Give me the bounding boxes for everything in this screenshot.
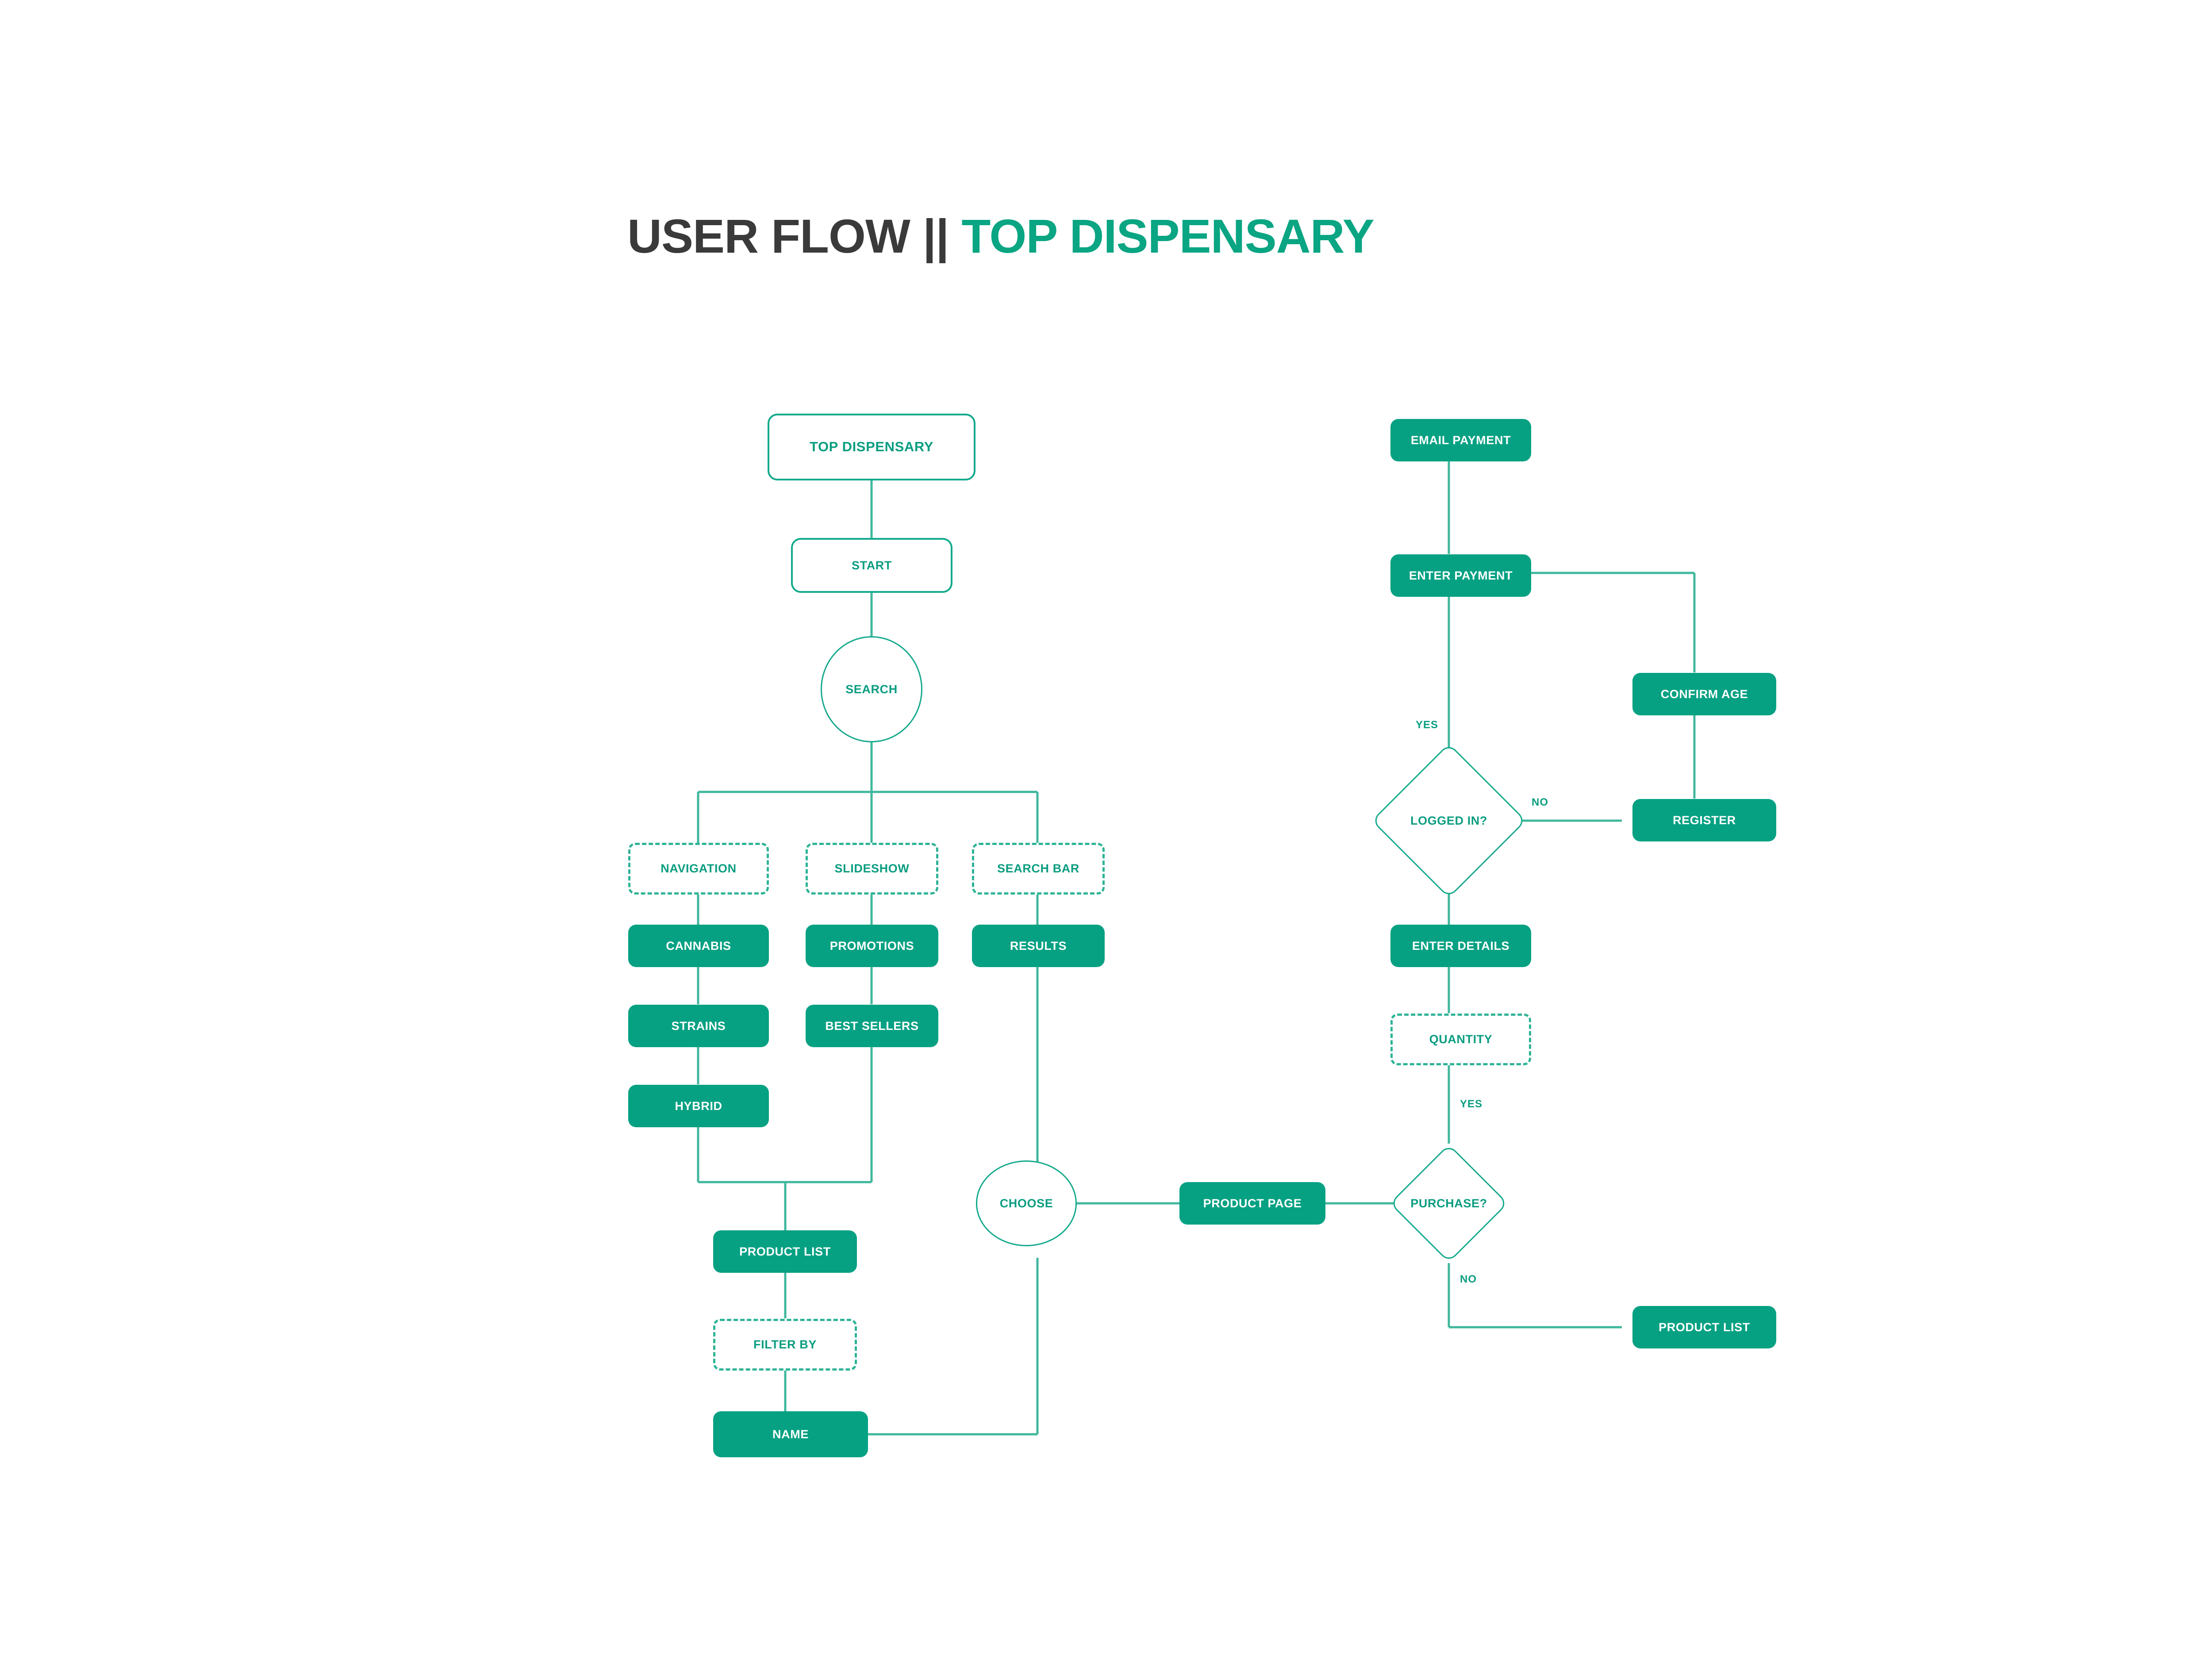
node-filter-by[interactable]: FILTER BY bbox=[713, 1319, 857, 1371]
node-enter-payment[interactable]: ENTER PAYMENT bbox=[1390, 554, 1531, 597]
node-logged-in-label: LOGGED IN? bbox=[1410, 814, 1487, 827]
node-product-list-right[interactable]: PRODUCT LIST bbox=[1632, 1306, 1776, 1348]
node-filter-by-label: FILTER BY bbox=[753, 1338, 817, 1352]
node-best-sellers[interactable]: BEST SELLERS bbox=[806, 1005, 938, 1047]
edge-label-purchase-yes: YES bbox=[1460, 1098, 1483, 1110]
node-hybrid[interactable]: HYBRID bbox=[628, 1085, 769, 1127]
node-slideshow-label: SLIDESHOW bbox=[834, 862, 910, 876]
node-start[interactable]: START bbox=[791, 538, 952, 593]
node-hybrid-label: HYBRID bbox=[675, 1099, 722, 1113]
edge-label-logged-in-yes: YES bbox=[1416, 719, 1439, 731]
node-results-label: RESULTS bbox=[1010, 939, 1067, 952]
node-top-dispensary[interactable]: TOP DISPENSARY bbox=[768, 414, 975, 480]
node-strains[interactable]: STRAINS bbox=[628, 1005, 769, 1047]
node-name[interactable]: NAME bbox=[713, 1411, 868, 1457]
node-logged-in[interactable]: LOGGED IN? bbox=[1371, 743, 1527, 899]
node-product-page-label: PRODUCT PAGE bbox=[1203, 1196, 1302, 1210]
node-enter-details[interactable]: ENTER DETAILS bbox=[1390, 925, 1531, 967]
page-title-accent: TOP DISPENSARY bbox=[961, 209, 1374, 263]
node-enter-payment-label: ENTER PAYMENT bbox=[1409, 568, 1513, 582]
node-quantity[interactable]: QUANTITY bbox=[1390, 1014, 1531, 1065]
node-choose[interactable]: CHOOSE bbox=[976, 1160, 1077, 1246]
node-search[interactable]: SEARCH bbox=[821, 636, 922, 742]
node-search-bar-label: SEARCH BAR bbox=[997, 862, 1079, 876]
node-choose-label: CHOOSE bbox=[999, 1196, 1053, 1210]
node-register[interactable]: REGISTER bbox=[1632, 799, 1776, 841]
edge-label-purchase-no: NO bbox=[1460, 1273, 1477, 1285]
node-product-list-left-label: PRODUCT LIST bbox=[739, 1244, 831, 1258]
page-title-prefix: USER FLOW || bbox=[627, 209, 949, 263]
node-purchase-label: PURCHASE? bbox=[1410, 1196, 1487, 1210]
node-promotions-label: PROMOTIONS bbox=[830, 939, 914, 952]
node-quantity-label: QUANTITY bbox=[1429, 1033, 1493, 1046]
page-title: USER FLOW || TOP DISPENSARY bbox=[627, 209, 1375, 263]
node-navigation[interactable]: NAVIGATION bbox=[628, 843, 769, 895]
node-cannabis[interactable]: CANNABIS bbox=[628, 925, 769, 967]
node-search-label: SEARCH bbox=[845, 682, 898, 696]
node-enter-details-label: ENTER DETAILS bbox=[1412, 939, 1510, 952]
node-product-list-left[interactable]: PRODUCT LIST bbox=[713, 1230, 857, 1273]
node-product-page[interactable]: PRODUCT PAGE bbox=[1179, 1182, 1325, 1225]
node-best-sellers-label: BEST SELLERS bbox=[825, 1019, 919, 1033]
node-cannabis-label: CANNABIS bbox=[666, 939, 731, 952]
node-name-label: NAME bbox=[772, 1427, 809, 1441]
node-navigation-label: NAVIGATION bbox=[661, 862, 737, 876]
edge-label-logged-in-no: NO bbox=[1532, 796, 1548, 808]
node-email-payment[interactable]: EMAIL PAYMENT bbox=[1390, 419, 1531, 461]
node-register-label: REGISTER bbox=[1673, 813, 1736, 827]
node-top-dispensary-label: TOP DISPENSARY bbox=[809, 439, 933, 455]
node-product-list-right-label: PRODUCT LIST bbox=[1659, 1320, 1750, 1334]
node-start-label: START bbox=[852, 558, 892, 572]
node-strains-label: STRAINS bbox=[671, 1019, 726, 1033]
node-confirm-age[interactable]: CONFIRM AGE bbox=[1632, 673, 1776, 715]
node-results[interactable]: RESULTS bbox=[972, 925, 1105, 967]
node-slideshow[interactable]: SLIDESHOW bbox=[806, 843, 938, 895]
node-purchase[interactable]: PURCHASE? bbox=[1389, 1144, 1509, 1263]
node-promotions[interactable]: PROMOTIONS bbox=[806, 925, 938, 967]
node-email-payment-label: EMAIL PAYMENT bbox=[1410, 433, 1511, 447]
node-confirm-age-label: CONFIRM AGE bbox=[1660, 687, 1748, 701]
node-search-bar[interactable]: SEARCH BAR bbox=[972, 843, 1105, 895]
